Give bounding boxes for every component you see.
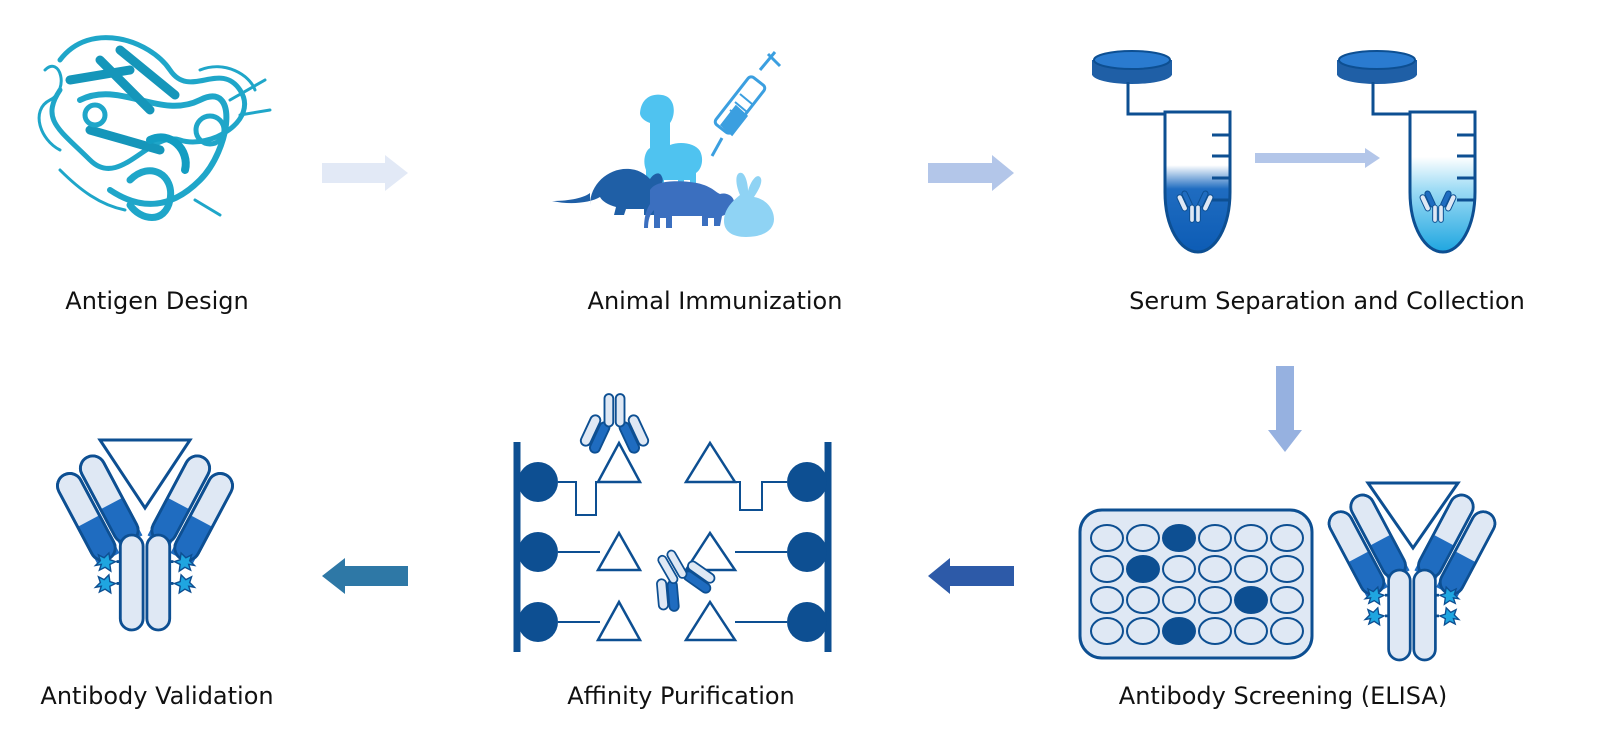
step-label-antibody-validation: Antibody Validation [40,682,274,710]
elisa-well [1270,586,1304,614]
elisa-well [1090,555,1124,583]
elisa-well [1090,617,1124,645]
step-label-antibody-screening: Antibody Screening (ELISA) [1118,682,1448,710]
elisa-well [1126,617,1160,645]
elisa-well [1234,555,1268,583]
elisa-well [1198,617,1232,645]
antigen-triangle-elisa [1365,481,1461,551]
arrow-2 [928,155,1014,191]
elisa-well [1090,524,1124,552]
elisa-well [1198,586,1232,614]
arrow-5 [322,558,408,594]
arrow-4 [928,558,1014,594]
elisa-well-positive [1126,555,1160,583]
arrow-3 [1268,366,1302,452]
rabbit-icon [724,172,774,237]
elisa-well [1126,586,1160,614]
elisa-well [1234,617,1268,645]
elisa-well-positive [1162,617,1196,645]
animals-icon [552,51,782,237]
step-label-affinity-purification: Affinity Purification [567,682,795,710]
protein-structure-icon [37,35,272,221]
elisa-well [1126,524,1160,552]
arrow-1 [322,155,408,191]
elisa-well-positive [1162,524,1196,552]
step-label-serum-separation: Serum Separation and Collection [1129,287,1525,315]
alpaca-icon [640,94,703,198]
elisa-well [1162,555,1196,583]
elisa-well [1198,555,1232,583]
cow-icon [644,181,734,228]
antigen-triangle-validation [97,438,193,511]
syringe-icon [710,51,782,157]
centrifuge-tube-2 [1337,50,1477,254]
elisa-well [1090,586,1124,614]
step-label-animal-immunization: Animal Immunization [587,287,843,315]
step-label-antigen-design: Antigen Design [65,287,249,315]
centrifuge-tube-1 [1092,50,1232,254]
elisa-well [1198,524,1232,552]
mouse-icon [552,168,666,215]
elisa-well [1162,586,1196,614]
elisa-well-positive [1234,586,1268,614]
arrow-tube [1255,148,1380,168]
elisa-well [1270,617,1304,645]
elisa-well [1234,524,1268,552]
elisa-well [1270,524,1304,552]
elisa-plate [1078,508,1314,660]
affinity-column [513,393,832,652]
elisa-well [1270,555,1304,583]
